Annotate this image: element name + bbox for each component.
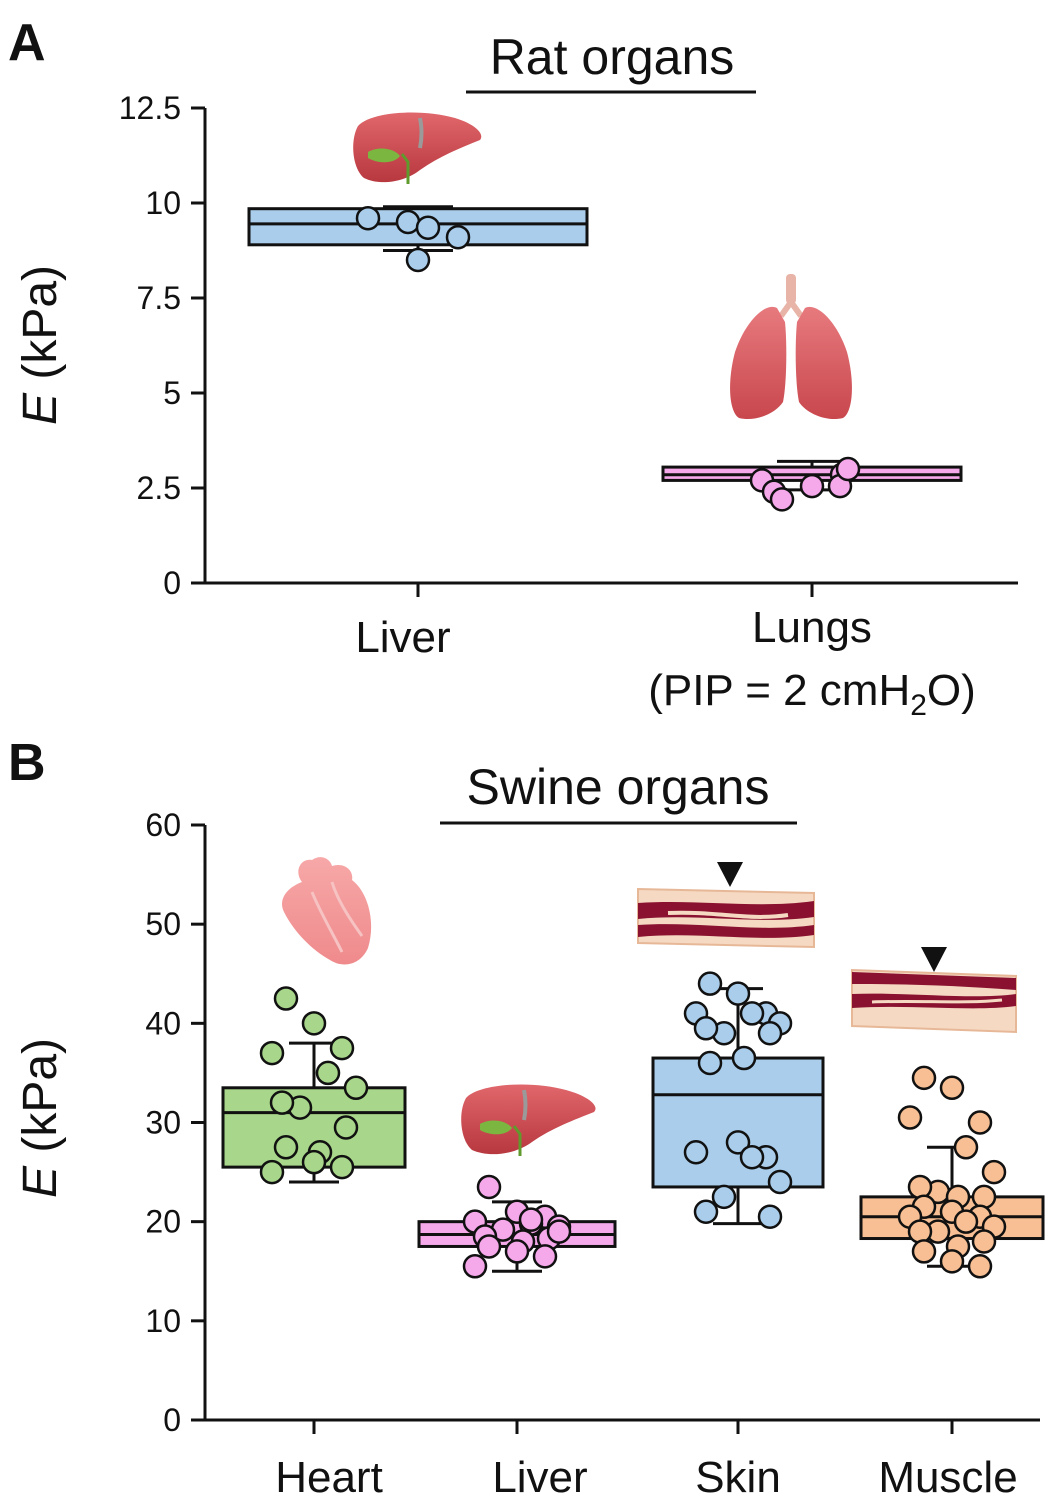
panel-a-y-tick-label: 0 <box>163 565 181 601</box>
panel-b-liver-data-point <box>518 1207 544 1232</box>
panel-b-y-tick-label: 20 <box>145 1204 181 1240</box>
panel-b-heart-data-point <box>273 986 299 1011</box>
panel-b-heart-data-point <box>343 1075 369 1101</box>
panel-a-axes: 0 2.5 5 7.5 10 12.5 <box>119 90 1018 601</box>
panel-b-axes: 0 10 20 30 40 50 60 <box>145 807 1040 1438</box>
panel-b-heart-data-point <box>273 1135 299 1160</box>
panel-b-x-tick-label-heart: Heart <box>275 1453 383 1500</box>
panel-b-skin-box <box>651 1056 825 1189</box>
panel-b-skin-data-point <box>731 1045 757 1071</box>
panel-b-muscle-data-point <box>967 1110 993 1135</box>
panel-b-heart-data-point <box>329 1035 355 1061</box>
panel-a-y-tick-label: 2.5 <box>137 470 181 506</box>
panel-a-lungs-data-point <box>835 456 861 482</box>
panel-b-heart-data-point <box>259 1159 285 1185</box>
panel-b-skin-data-point <box>693 1199 719 1224</box>
panel-b-muscle-data-point <box>971 1229 997 1254</box>
panel-a-plot-area <box>247 205 963 512</box>
panel-b-title: Swine organs <box>467 759 770 815</box>
panel-b-y-tick-label: 60 <box>145 807 181 843</box>
panel-b-skin-data-point <box>697 971 723 996</box>
panel-a-x-tick-label-lungs: Lungs <box>752 603 872 652</box>
panel-b-heart-data-point <box>259 1040 285 1066</box>
panel-b-x-tick-label-liver: Liver <box>492 1453 587 1500</box>
liver-icon <box>461 1084 596 1156</box>
panel-b-muscle-data-point <box>907 1219 933 1244</box>
panel-b-heart-data-point <box>269 1090 295 1115</box>
panel-b-liver-data-point <box>476 1234 502 1259</box>
panel-b-muscle-data-point <box>953 1135 979 1160</box>
panel-b-liver-data-point <box>462 1254 488 1279</box>
panel-b-heart-data-point <box>315 1060 341 1086</box>
panel-b-muscle-data-point <box>897 1105 923 1130</box>
panel-b-y-tick-label: 10 <box>145 1303 181 1339</box>
panel-letter-b: B <box>8 734 46 792</box>
panel-a-liver-data-point <box>445 224 471 250</box>
lungs-icon <box>730 274 852 420</box>
skin-indentation-arrow-icon <box>717 862 743 887</box>
panel-b-y-tick-label: 30 <box>145 1105 181 1141</box>
panel-a-liver-data-point <box>395 209 421 235</box>
heart-icon <box>282 857 372 965</box>
panel-b-plot-area <box>221 971 1045 1279</box>
panel-b-skin-data-point <box>693 1016 719 1041</box>
panel-b-heart-data-point <box>329 1154 355 1180</box>
panel-b-heart-data-point <box>301 1011 327 1036</box>
panel-letter-a: A <box>8 14 46 72</box>
panel-b-liver-data-point <box>532 1244 558 1269</box>
panel-b-muscle-data-point <box>911 1065 937 1091</box>
muscle-tissue-icon <box>851 968 1017 1034</box>
panel-b-heart-data-point <box>333 1115 359 1140</box>
liver-icon <box>353 112 482 184</box>
panel-b-skin-data-point <box>739 1144 765 1170</box>
panel-b-y-tick-label: 40 <box>145 1005 181 1041</box>
panel-a-x-tick-label-liver: Liver <box>355 613 450 662</box>
panel-b-liver-data-point <box>546 1219 572 1244</box>
muscle-indentation-arrow-icon <box>921 947 947 972</box>
panel-b-muscle-data-point <box>981 1159 1007 1185</box>
panel-b-skin-data-point <box>683 1140 709 1165</box>
panel-b-muscle-data-point <box>971 1184 997 1210</box>
panel-a-liver-data-point <box>415 215 441 240</box>
panel-b-y-axis-label: E (kPa) <box>14 1038 67 1198</box>
panel-b-y-tick-label: 0 <box>163 1402 181 1438</box>
panel-b-skin-data-point <box>757 1204 783 1229</box>
panel-b-skin-data-point <box>757 1021 783 1046</box>
panel-a-title: Rat organs <box>490 29 735 85</box>
panel-b-skin-data-point <box>767 1169 793 1195</box>
panel-a-liver-data-point <box>355 205 381 231</box>
panel-b-liver-data-point <box>476 1174 502 1200</box>
panel-b-muscle-data-point <box>939 1249 965 1274</box>
panel-b-skin-data-point <box>725 981 751 1006</box>
panel-b-skin-data-point <box>739 1001 765 1026</box>
panel-a-y-tick-label: 7.5 <box>137 280 181 316</box>
skin-tissue-icon <box>637 887 815 949</box>
panel-b: B Swine organs E (kPa) 0 10 20 30 40 50 60 Hea… <box>8 734 1045 1500</box>
panel-b-liver-data-point <box>504 1239 530 1264</box>
panel-b-heart-data-point <box>301 1149 327 1175</box>
panel-b-y-tick-label: 50 <box>145 906 181 942</box>
panel-a-y-tick-label: 12.5 <box>119 90 181 126</box>
panel-a-x-tick-label-lungs-condition: (PIP = 2 cmH2O) <box>648 666 976 722</box>
panel-b-muscle-data-point <box>939 1075 965 1101</box>
panel-b-skin-data-point <box>711 1184 737 1210</box>
panel-b-muscle-data-point <box>967 1254 993 1279</box>
panel-a-y-tick-label: 10 <box>145 185 181 221</box>
panel-b-skin-data-point <box>725 1130 751 1155</box>
panel-b-x-tick-label-muscle: Muscle <box>878 1453 1017 1500</box>
panel-b-x-tick-label-skin: Skin <box>695 1453 781 1500</box>
panel-b-skin-data-point <box>697 1050 723 1076</box>
panel-a-y-axis-label: E (kPa) <box>14 265 67 425</box>
panel-b-muscle-data-point <box>907 1174 933 1200</box>
panel-a-y-tick-label: 5 <box>163 375 181 411</box>
panel-a-lungs-data-point <box>769 487 795 512</box>
panel-b-muscle-data-point <box>911 1239 937 1264</box>
panel-b-muscle-data-point <box>953 1209 979 1234</box>
panel-a-lungs-data-point <box>799 473 825 499</box>
panel-a: A Rat organs E (kPa) 0 2.5 5 7.5 10 12.5 Live… <box>8 14 1018 722</box>
panel-a-liver-data-point <box>405 247 431 273</box>
